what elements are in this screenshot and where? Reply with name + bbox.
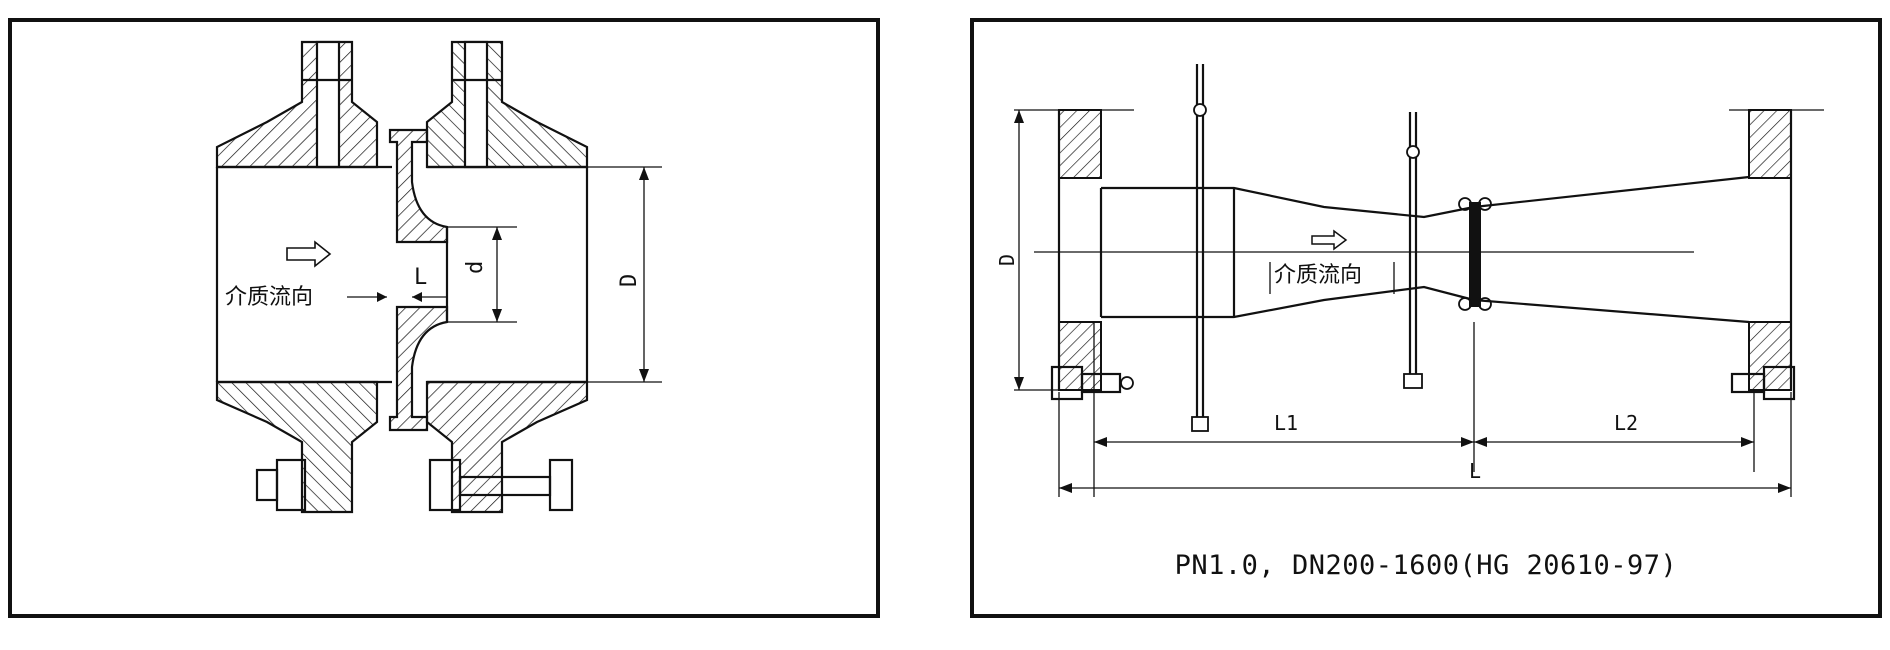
upstream-pressure-tap bbox=[1191, 64, 1209, 432]
throat-pressure-tap bbox=[1403, 112, 1423, 389]
orifice-plate-upper bbox=[388, 128, 449, 244]
right-pressure-tap-upper bbox=[463, 40, 489, 169]
right-flange-lower bbox=[425, 380, 589, 514]
dimension-D-label: D bbox=[617, 274, 642, 287]
left-flange-lower bbox=[215, 380, 379, 514]
dimension-L-label: L bbox=[414, 265, 427, 290]
orifice-flange-diagram-panel: 介质流向 L d D bbox=[8, 18, 880, 618]
outlet-flange-upper bbox=[1748, 109, 1792, 179]
orifice-flange-drawing: 介质流向 L d D bbox=[215, 40, 662, 514]
flow-direction-label: 介质流向 bbox=[225, 285, 313, 310]
venturi-body-lower bbox=[1101, 285, 1750, 324]
outlet-flange-lower bbox=[1748, 321, 1792, 391]
venturi-body-upper bbox=[1101, 175, 1750, 219]
flow-direction-label: 介质流向 bbox=[1274, 263, 1362, 288]
flow-direction-arrow bbox=[286, 240, 332, 268]
orifice-plate-lower bbox=[388, 305, 449, 432]
inlet-flange-bolt bbox=[1050, 365, 1134, 401]
left-flange-upper bbox=[215, 40, 379, 169]
outlet-flange-bolt bbox=[1730, 365, 1796, 401]
dimension-D-label: D bbox=[995, 254, 1019, 266]
venturi-tube-drawing: 介质流向 D L1 L2 L bbox=[995, 64, 1824, 497]
right-bolt-nut bbox=[428, 458, 574, 512]
left-bolt-nut bbox=[255, 458, 307, 512]
dimension-L1-label: L1 bbox=[1274, 411, 1298, 435]
flow-direction-arrow bbox=[1311, 229, 1348, 251]
dimension-L-label: L bbox=[1469, 459, 1481, 483]
dimension-d-label: d bbox=[463, 261, 488, 274]
throat-flange bbox=[1469, 202, 1481, 307]
left-pressure-tap-upper bbox=[315, 40, 341, 169]
inlet-flange-upper bbox=[1058, 109, 1102, 179]
right-flange-upper bbox=[425, 40, 589, 169]
venturi-tube-diagram-panel: 介质流向 D L1 L2 L PN1.0, DN200-1600(HG 2061… bbox=[970, 18, 1882, 618]
inlet-flange-lower bbox=[1058, 321, 1102, 391]
dimension-L2-label: L2 bbox=[1614, 411, 1638, 435]
specification-caption: PN1.0, DN200-1600(HG 20610-97) bbox=[1174, 550, 1678, 581]
